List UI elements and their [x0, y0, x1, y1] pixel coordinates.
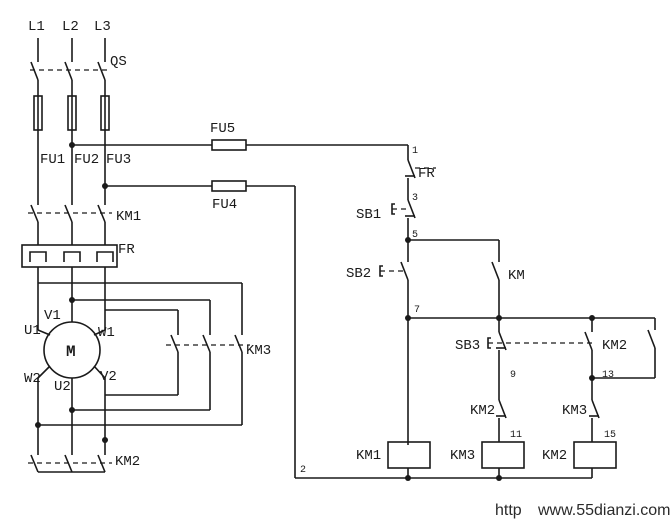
node-7: 7 — [414, 305, 420, 316]
node-15: 15 — [604, 430, 616, 441]
km2-holding-contact — [592, 318, 656, 379]
label-km-contact: KM — [508, 268, 525, 284]
label-km2-holding: KM2 — [602, 338, 627, 354]
label-fu1: FU1 — [40, 152, 65, 168]
label-fu2: FU2 — [74, 152, 99, 168]
qs-switch — [30, 61, 110, 81]
label-v2: V2 — [100, 369, 117, 385]
watermark-right: www.55dianzi.com — [537, 502, 671, 519]
node-11: 11 — [510, 430, 522, 441]
km3-interlock-contact — [589, 378, 600, 419]
label-v1: V1 — [44, 308, 61, 324]
node-13: 13 — [602, 370, 614, 381]
label-coil-km3: KM3 — [450, 448, 475, 464]
power-circuit — [21, 38, 250, 473]
label-fu5: FU5 — [210, 121, 235, 137]
sb1-stop-button — [391, 199, 416, 219]
label-fu4: FU4 — [212, 197, 237, 213]
label-fr-relay: FR — [118, 242, 135, 258]
label-coil-km2: KM2 — [542, 448, 567, 464]
label-l2: L2 — [62, 19, 79, 35]
node-2: 2 — [300, 465, 306, 476]
label-l3: L3 — [94, 19, 111, 35]
label-km2-main: KM2 — [115, 454, 140, 470]
label-u2: U2 — [54, 379, 71, 395]
km3-delta-contacts — [38, 282, 250, 426]
label-fu3: FU3 — [106, 152, 131, 168]
label-w1: W1 — [98, 325, 115, 341]
watermark-left: http — [495, 502, 522, 519]
sb3-button — [487, 318, 593, 351]
km1-main-contacts — [28, 204, 112, 223]
fr-nc-contact — [405, 159, 436, 179]
labels: L1 L2 L3 QS FU1 FU2 FU3 FU5 FU4 KM1 FR K… — [24, 19, 671, 519]
node-5: 5 — [412, 230, 418, 241]
motor-label: M — [66, 343, 76, 361]
label-qs: QS — [110, 54, 127, 70]
km2-interlock-contact — [496, 399, 507, 419]
sb2-start-button — [379, 261, 409, 281]
motor — [37, 297, 106, 395]
node-3: 3 — [412, 193, 418, 204]
fuse-fu4 — [211, 180, 247, 192]
node-9: 9 — [510, 370, 516, 381]
label-sb1: SB1 — [356, 207, 381, 223]
fuse-fu5 — [211, 139, 247, 151]
label-u1: U1 — [24, 323, 41, 339]
label-w2: W2 — [24, 371, 41, 387]
label-km2-interlock: KM2 — [470, 403, 495, 419]
label-km3-main: KM3 — [246, 343, 271, 359]
label-km3-interlock: KM3 — [562, 403, 587, 419]
node-1: 1 — [412, 146, 418, 157]
label-km1-main: KM1 — [116, 209, 141, 225]
km-holding-contact — [491, 240, 500, 318]
label-sb2: SB2 — [346, 266, 371, 282]
coil-km1 — [387, 441, 431, 469]
label-coil-km1: KM1 — [356, 448, 381, 464]
coil-km3 — [481, 441, 525, 469]
label-l1: L1 — [28, 19, 45, 35]
fr-thermal-relay — [21, 244, 118, 268]
coil-km2 — [573, 441, 617, 469]
control-circuit — [72, 139, 656, 481]
label-fr-contact: FR — [418, 166, 435, 182]
label-sb3: SB3 — [455, 338, 480, 354]
km2-star-contacts — [28, 454, 112, 473]
